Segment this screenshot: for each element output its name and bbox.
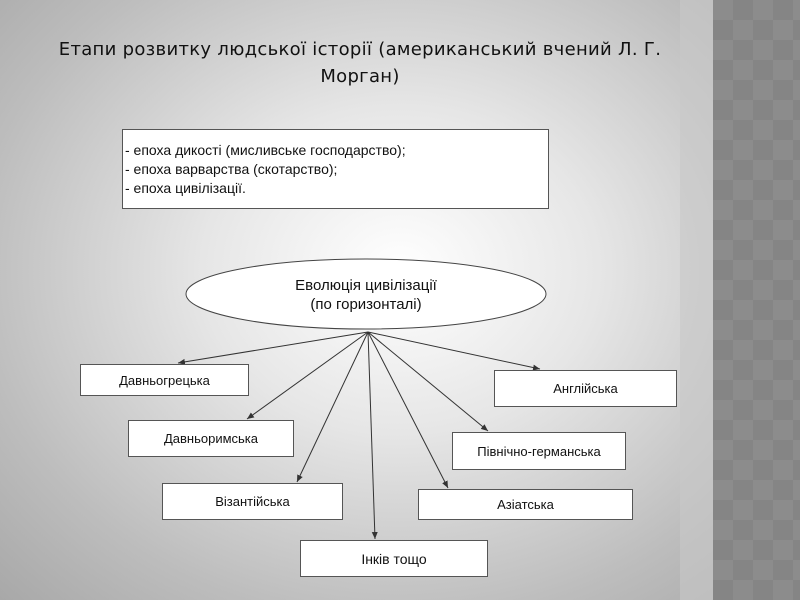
slide-title: Етапи розвитку людської історії (америка… xyxy=(58,39,662,87)
arrow xyxy=(367,331,378,540)
civ-box-byzantine: Візантійська xyxy=(162,483,343,520)
civ-box-greek: Давньогрецька xyxy=(80,364,249,396)
arrow xyxy=(246,331,369,420)
center-label-line1: Еволюція цивілізації xyxy=(295,277,437,294)
arrow xyxy=(177,331,369,365)
arrow xyxy=(296,331,369,483)
center-ellipse xyxy=(185,258,547,330)
decorative-strip xyxy=(680,0,713,600)
decorative-band xyxy=(713,0,800,600)
arrow xyxy=(367,331,541,371)
epoch-item: - епоха цивілізації. xyxy=(125,180,246,196)
civ-box-roman: Давньоримська xyxy=(128,420,294,457)
epoch-item: - епоха дикості (мисливське господарство… xyxy=(125,142,406,158)
civ-box-english: Англійська xyxy=(494,370,677,407)
arrow xyxy=(367,331,449,489)
center-label: Еволюція цивілізації (по горизонталі) xyxy=(186,276,546,314)
arrow xyxy=(367,331,489,432)
civ-box-asian: Азіатська xyxy=(418,489,633,520)
civ-box-north-german: Північно-германська xyxy=(452,432,626,470)
civ-box-inca: Інків тощо xyxy=(300,540,488,577)
epochs-box: - епоха дикості (мисливське господарство… xyxy=(122,129,549,209)
epoch-item: - епоха варварства (скотарство); xyxy=(125,161,338,177)
center-label-line2: (по горизонталі) xyxy=(310,296,422,313)
